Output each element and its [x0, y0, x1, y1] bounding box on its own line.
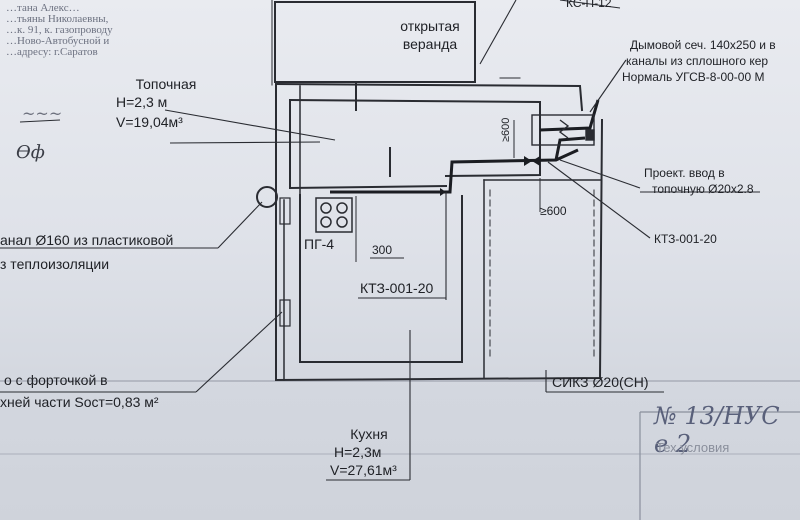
- header-line: …адресу: г.Саратов: [6, 46, 98, 58]
- kitchen-name: Кухня: [350, 426, 388, 442]
- chimney-note-line2: каналы из сплошного кер: [626, 54, 769, 68]
- inlet-note-line1: Проект. ввод в: [644, 166, 725, 180]
- handwritten-mark: ~~~: [22, 104, 63, 123]
- header-line: …тана Алекс…: [6, 2, 80, 14]
- gas-stove-symbol: [315, 197, 353, 233]
- boiler-room-name: Топочная: [135, 76, 197, 92]
- window-note-line2: хней части Sост=0,83 м²: [0, 394, 159, 410]
- dimension-label: 300: [372, 243, 393, 257]
- stove-label: ПГ-4: [304, 236, 335, 252]
- header-line: …к. 91, к. газопроводу: [6, 24, 113, 36]
- boiler-room-height: H=2,3 м: [116, 94, 168, 110]
- paper-fold: [0, 380, 800, 382]
- veranda-outline: [274, 1, 476, 83]
- approval-stamp: [639, 411, 800, 520]
- header-line: …тьяны Николаевны,: [6, 13, 109, 25]
- boiler-label-left: КТЗ-001-20: [360, 280, 434, 296]
- leader-lines: [0, 0, 760, 481]
- dimension-label: ≥600: [500, 117, 512, 142]
- top-label-fragment: КС-П-12: [566, 0, 612, 10]
- dimension-lines: [355, 120, 541, 262]
- stamp-handwritten-number: № 13/НУС е 2: [654, 402, 780, 458]
- kitchen-height: H=2,3м: [334, 444, 382, 460]
- outer-wall-top: [274, 82, 584, 112]
- channel-note-line2: з теплоизоляции: [0, 256, 110, 272]
- inlet-note-line2: топочную Ø20х2.8: [652, 182, 754, 196]
- meter-label: СИКЗ Ø20(СН): [552, 374, 649, 390]
- veranda-label-line1: открытая: [400, 18, 460, 34]
- gas-valves: [440, 156, 540, 196]
- boiler-label-right: КТЗ-001-20: [654, 232, 717, 246]
- dimension-label: ≥600: [540, 204, 567, 218]
- chimney-note-line1: Дымовой сеч. 140х250 и в: [630, 38, 776, 52]
- header-line: …Ново-Автобусной и: [6, 35, 110, 47]
- window-note-line1: о с форточкой в: [4, 372, 108, 388]
- channel-note-line1: анал Ø160 из пластиковой: [0, 232, 174, 248]
- kitchen-wall: [299, 194, 463, 363]
- veranda-label-line2: веранда: [402, 36, 458, 52]
- chimney-block: [531, 114, 595, 146]
- paper-fold: [0, 453, 800, 455]
- ventilation-channel-symbol: [256, 186, 278, 208]
- gas-pipeline: [330, 99, 600, 194]
- kitchen-volume: V=27,61м³: [330, 462, 397, 478]
- handwritten-signature: Ѳф: [16, 142, 45, 163]
- chimney-note-line3: Нормаль УГСВ-8-00-00 М: [622, 70, 765, 84]
- boiler-room-volume: V=19,04м³: [116, 114, 183, 130]
- outer-wall: [275, 83, 604, 382]
- stamp-printed-text: Тех.условия: [656, 440, 730, 455]
- boiler-room-wall: [288, 98, 541, 178]
